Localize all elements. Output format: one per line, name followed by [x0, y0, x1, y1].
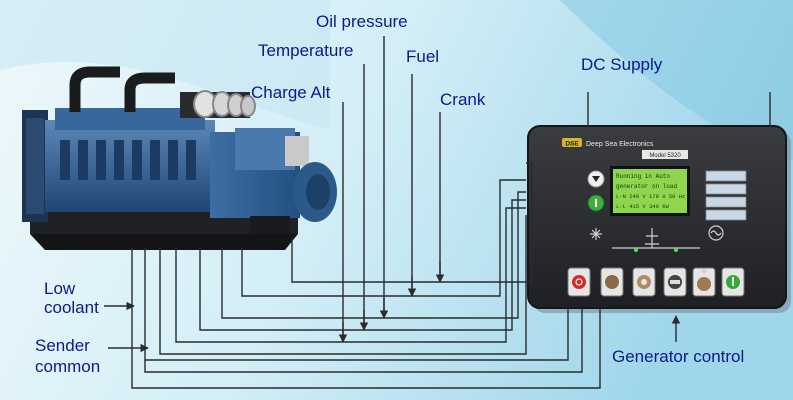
info-icon	[595, 199, 597, 207]
label-sender-common-line1: Sender	[35, 336, 90, 355]
stop-icon	[572, 275, 586, 289]
wire-crank	[291, 162, 533, 283]
lcd-line: generator on load	[616, 183, 678, 190]
exhaust-pipe	[69, 66, 120, 112]
wire-temperature	[199, 199, 526, 331]
label-generator-control: Generator control	[612, 347, 745, 366]
exhaust-pipe	[124, 72, 175, 112]
generator-ac-icon	[708, 225, 724, 241]
terminal-box-cover	[285, 136, 309, 166]
status-indicator-panel	[705, 170, 747, 221]
test-load-icon-bar	[670, 280, 680, 284]
engine-cylinders	[60, 140, 196, 180]
label-dc-supply: DC Supply	[581, 55, 663, 74]
label-low-coolant-line2: coolant	[44, 298, 99, 317]
air-filters	[180, 90, 256, 118]
lamp-test-led	[702, 269, 706, 273]
brand-badge-text: DSE	[565, 141, 579, 148]
label-fuel: Fuel	[406, 47, 440, 66]
model-tag	[642, 150, 688, 159]
wire-sender-common	[159, 215, 527, 355]
ac-sine-icon	[710, 230, 722, 236]
auto-mode-icon-center	[641, 279, 647, 285]
alternator-end-hub	[306, 174, 330, 210]
wire-arrows	[104, 262, 681, 353]
label-low-coolant-line1: Low	[44, 279, 76, 298]
wire-charge-alt	[175, 207, 526, 343]
control-button-row	[567, 267, 745, 297]
generator-available-led	[674, 248, 678, 252]
lcd-screen	[613, 169, 687, 213]
start-icon-mark	[732, 277, 734, 286]
wire-low-coolant	[144, 248, 569, 361]
stop-icon-ring	[575, 278, 583, 286]
wire-fuel	[241, 179, 526, 297]
background-wave-right	[560, 0, 793, 160]
wire-control-outer	[131, 248, 601, 389]
model-text: Model 5320	[649, 153, 681, 159]
wire-control-second	[144, 308, 583, 373]
brand-name: Deep Sea Electronics	[586, 141, 654, 148]
mimic-diagram	[590, 225, 724, 249]
lcd-line: Running in Auto	[616, 173, 670, 180]
label-crank: Crank	[440, 90, 486, 109]
label-charge-alt: Charge Alt	[251, 83, 331, 102]
brand-badge	[562, 138, 582, 147]
engine-head	[55, 108, 205, 130]
navigation-down-icon	[592, 176, 600, 182]
generator-set-illustration	[22, 66, 337, 250]
lcd-line: L-L 415 V 340 kW	[616, 203, 670, 210]
lcd-line: L-N 240 V 178 A 50 Hz	[616, 193, 685, 200]
generator-controller: DSE Deep Sea Electronics Model 5320 Runn…	[527, 125, 791, 313]
generator-skid	[30, 234, 298, 250]
label-oil-pressure: Oil pressure	[316, 12, 408, 31]
wire-oil-pressure	[221, 191, 526, 319]
lamp-test-icon	[697, 277, 711, 291]
wiring-harness	[131, 36, 771, 389]
label-sender-common-line2: common	[35, 357, 101, 376]
load-icon	[645, 228, 659, 248]
mains-available-led	[634, 248, 638, 252]
mains-tower-icon	[590, 228, 602, 240]
radiator-grille	[26, 118, 44, 214]
alternator-foot	[250, 216, 290, 234]
manual-hand-icon	[605, 275, 619, 289]
label-temperature: Temperature	[258, 41, 354, 60]
